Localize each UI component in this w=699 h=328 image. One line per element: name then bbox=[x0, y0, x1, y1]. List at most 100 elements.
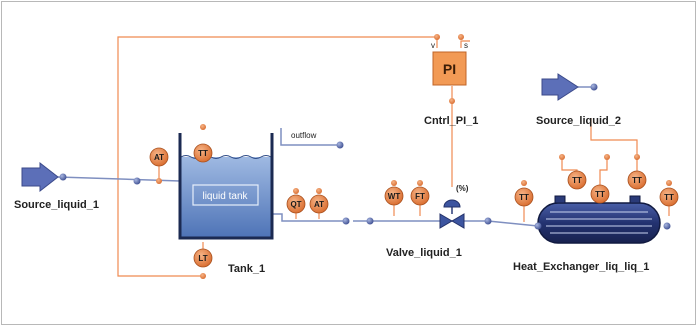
sensor-tt-hx-3-top-port bbox=[634, 154, 640, 160]
hx-shell bbox=[537, 202, 661, 244]
valve-liquid-1[interactable]: (%) Valve_liquid_1 bbox=[366, 184, 492, 259]
sensor-tt-hx-in-top-port bbox=[521, 180, 527, 186]
sensor-tt-tank-label: TT bbox=[198, 149, 208, 158]
pipe-outflow bbox=[280, 128, 337, 146]
sensor-at-left-label: AT bbox=[154, 153, 164, 162]
tank-1-inlet-port bbox=[133, 177, 141, 185]
tank-1-wall bbox=[178, 133, 274, 240]
sensor-wt-valve-top-port bbox=[391, 180, 397, 186]
source-liquid-2-label: Source_liquid_2 bbox=[536, 115, 621, 127]
sensor-ft-valve-top-port bbox=[417, 180, 423, 186]
tank-1[interactable]: liquid tank Tank_1 bbox=[133, 133, 350, 275]
pipe-valve-to-hx bbox=[487, 220, 539, 227]
heat-exchanger-label: Heat_Exchanger_liq_liq_1 bbox=[513, 261, 649, 273]
controller-port-v-label: v bbox=[431, 41, 435, 50]
sensor-tt-hx-3-bulb bbox=[627, 170, 647, 190]
sensor-lt-tank[interactable]: LT bbox=[193, 248, 213, 279]
sensor-qt-tank-top-port bbox=[293, 188, 299, 194]
source-liquid-1-label: Source_liquid_1 bbox=[14, 199, 99, 211]
sensor-tt-hx-out-bulb bbox=[659, 187, 679, 207]
sensor-tt-hx-2-label: TT bbox=[595, 190, 605, 199]
controller-pi-1-box-label: PI bbox=[443, 61, 456, 77]
sensor-tt-hx-1-bulb bbox=[567, 170, 587, 190]
controller-port-s-label: s bbox=[464, 41, 468, 50]
source-liquid-1-port bbox=[59, 173, 67, 181]
source-liquid-1-arrow-icon bbox=[21, 161, 59, 193]
tank-1-label: Tank_1 bbox=[228, 263, 265, 275]
signal-line-lt-to-controller bbox=[117, 36, 438, 277]
outflow-connector[interactable]: outflow bbox=[291, 131, 344, 149]
pipe-tank-to-valve bbox=[270, 213, 346, 222]
source-liquid-2-port bbox=[590, 83, 598, 91]
sensor-tt-hx-out-label: TT bbox=[664, 193, 674, 202]
sensor-qt-tank-bulb bbox=[286, 194, 306, 214]
sensor-ft-valve[interactable]: FT bbox=[410, 180, 430, 206]
sensor-qt-tank-label: QT bbox=[290, 200, 301, 209]
sensor-tt-hx-3-label: TT bbox=[632, 176, 642, 185]
sensor-lt-tank-label: LT bbox=[198, 254, 207, 263]
sensor-wt-valve[interactable]: WT bbox=[384, 180, 404, 206]
tank-1-liquid bbox=[181, 157, 271, 237]
source-liquid-1[interactable]: Source_liquid_1 bbox=[14, 161, 99, 211]
sensor-lt-tank-port bbox=[200, 273, 206, 279]
hx-nozzle-left bbox=[554, 195, 566, 204]
sensor-ft-valve-bulb bbox=[410, 186, 430, 206]
hx-nozzle-right bbox=[629, 195, 641, 204]
controller-port-v bbox=[434, 34, 440, 40]
sensor-at-tank-bulb bbox=[309, 194, 329, 214]
sensor-tt-hx-in-bulb bbox=[514, 187, 534, 207]
sensor-at-tank-label: AT bbox=[314, 200, 324, 209]
tank-1-outlet-port bbox=[342, 217, 350, 225]
controller-port-s bbox=[458, 34, 464, 40]
signal-line-tt-hx-2 bbox=[599, 160, 608, 190]
valve-percent-label: (%) bbox=[456, 184, 469, 193]
sensor-tt-tank[interactable]: TT bbox=[193, 124, 213, 163]
sensor-tt-tank-top-port bbox=[200, 124, 206, 130]
sensor-tt-hx-in[interactable]: TT bbox=[514, 180, 534, 207]
valve-liquid-1-label: Valve_liquid_1 bbox=[386, 247, 462, 259]
sensor-wt-valve-label: WT bbox=[388, 192, 401, 201]
controller-pi-1-label: Cntrl_PI_1 bbox=[424, 115, 478, 127]
sensor-wt-valve-bulb bbox=[384, 186, 404, 206]
sensor-at-left-bulb bbox=[149, 147, 169, 167]
valve-inlet-port bbox=[366, 217, 374, 225]
process-pipes bbox=[57, 86, 592, 227]
sensor-tt-hx-1[interactable]: TT bbox=[559, 154, 587, 190]
sensor-lt-tank-bulb bbox=[193, 248, 213, 268]
sensor-tt-hx-1-top-port bbox=[559, 154, 565, 160]
sensor-at-tank-top-port bbox=[316, 188, 322, 194]
controller-output-port bbox=[449, 98, 455, 104]
sensor-at-left-port bbox=[156, 178, 162, 184]
sensor-tt-hx-out-top-port bbox=[666, 180, 672, 186]
sensor-tt-hx-3[interactable]: TT bbox=[627, 154, 647, 190]
heat-exchanger-liq-liq-1[interactable]: Heat_Exchanger_liq_liq_1 bbox=[513, 195, 671, 273]
valve-outlet-port bbox=[484, 217, 492, 225]
sensor-at-tank[interactable]: AT bbox=[309, 188, 329, 214]
sensor-tt-tank-bulb bbox=[193, 143, 213, 163]
sensor-tt-hx-out[interactable]: TT bbox=[659, 180, 679, 207]
valve-actuator-icon bbox=[443, 199, 461, 208]
tank-1-inner-label-box bbox=[192, 184, 259, 206]
controller-pi-1[interactable]: PI v s Cntrl_PI_1 bbox=[424, 34, 478, 127]
sensor-qt-tank[interactable]: QT bbox=[286, 188, 306, 214]
outflow-label: outflow bbox=[291, 131, 317, 140]
sensor-tt-hx-2-top-port bbox=[604, 154, 610, 160]
sensor-tt-hx-in-label: TT bbox=[519, 193, 529, 202]
source-liquid-2-arrow-icon bbox=[541, 73, 579, 101]
sensor-tt-hx-1-label: TT bbox=[572, 176, 582, 185]
hx-outlet-port bbox=[663, 222, 671, 230]
sensor-at-left[interactable]: AT bbox=[149, 147, 169, 184]
sensor-tt-hx-2[interactable]: TT bbox=[590, 154, 610, 204]
tank-1-inner-label: liquid tank bbox=[202, 191, 248, 202]
outflow-port bbox=[336, 141, 344, 149]
sensor-ft-valve-label: FT bbox=[415, 192, 425, 201]
signal-line-hx-temp-to-controller bbox=[460, 40, 470, 48]
valve-body-icon bbox=[439, 213, 465, 229]
controller-pi-1-box bbox=[432, 51, 467, 86]
source-liquid-2[interactable]: Source_liquid_2 bbox=[536, 73, 621, 127]
hx-inlet-port bbox=[534, 222, 542, 230]
sensor-tt-hx-2-bulb bbox=[590, 184, 610, 204]
